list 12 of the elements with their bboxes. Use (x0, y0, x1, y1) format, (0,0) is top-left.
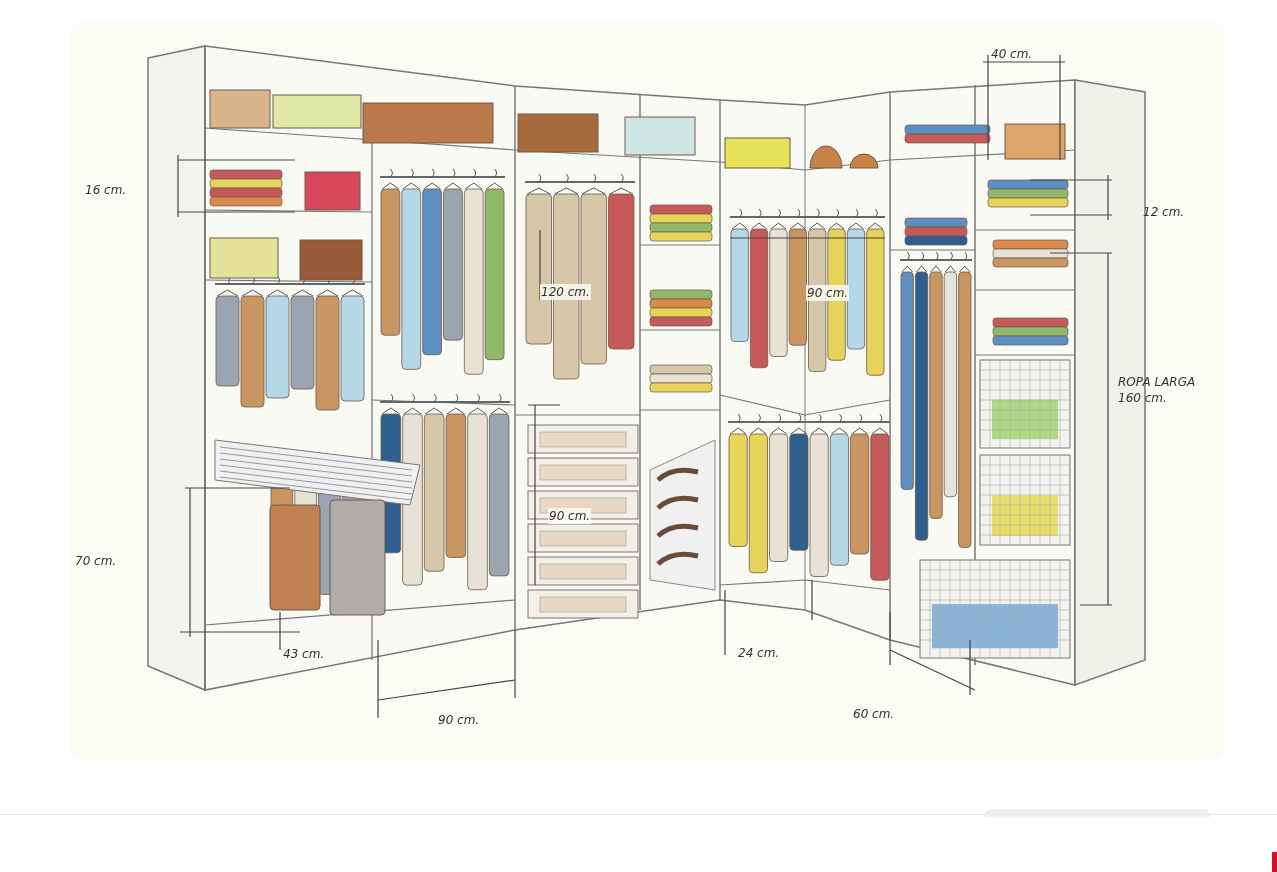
dimension-label: 70 cm. (74, 553, 118, 570)
dimension-label: 60 cm. (852, 706, 896, 723)
dimension-label: 90 cm. (806, 285, 850, 302)
dimension-label: 24 cm. (737, 645, 781, 662)
note-label: ROPA LARGA 160 cm. (1117, 374, 1197, 407)
dimension-label: 90 cm. (548, 508, 592, 525)
dimension-label: 12 cm. (1142, 204, 1186, 221)
dimension-label: 40 cm. (990, 46, 1034, 63)
dimension-label: 90 cm. (437, 712, 481, 729)
dimension-label: 120 cm. (540, 284, 591, 301)
dimension-label: 16 cm. (84, 182, 128, 199)
dimension-label: 43 cm. (282, 646, 326, 663)
